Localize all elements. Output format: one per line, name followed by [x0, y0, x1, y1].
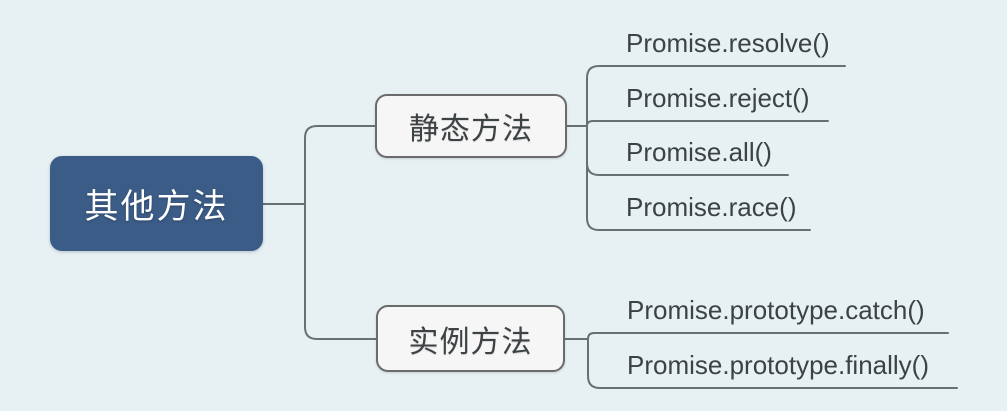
leaf-node-promise-resolve[interactable]: Promise.resolve() — [626, 28, 830, 58]
connector-static-to-reject — [586, 120, 829, 127]
connector-static-to-race — [586, 125, 811, 231]
branch-node-static-methods[interactable]: 静态方法 — [375, 94, 567, 158]
leaf-node-promise-reject[interactable]: Promise.reject() — [626, 83, 810, 113]
leaf-node-promise-prototype-catch[interactable]: Promise.prototype.catch() — [627, 295, 925, 325]
connector-root-to-instance — [304, 203, 377, 340]
leaf-node-promise-prototype-finally[interactable]: Promise.prototype.finally() — [627, 350, 929, 380]
leaf-node-promise-all[interactable]: Promise.all() — [626, 137, 772, 167]
connector-instance-to-finally — [587, 338, 958, 389]
leaf-node-promise-race[interactable]: Promise.race() — [626, 192, 797, 222]
branch-node-instance-methods[interactable]: 实例方法 — [376, 305, 565, 372]
connector-instance-to-catch — [587, 332, 949, 340]
root-node-other-methods[interactable]: 其他方法 — [50, 156, 263, 251]
connector-root-to-static — [304, 125, 376, 205]
connector-static-to-resolve — [586, 65, 846, 127]
